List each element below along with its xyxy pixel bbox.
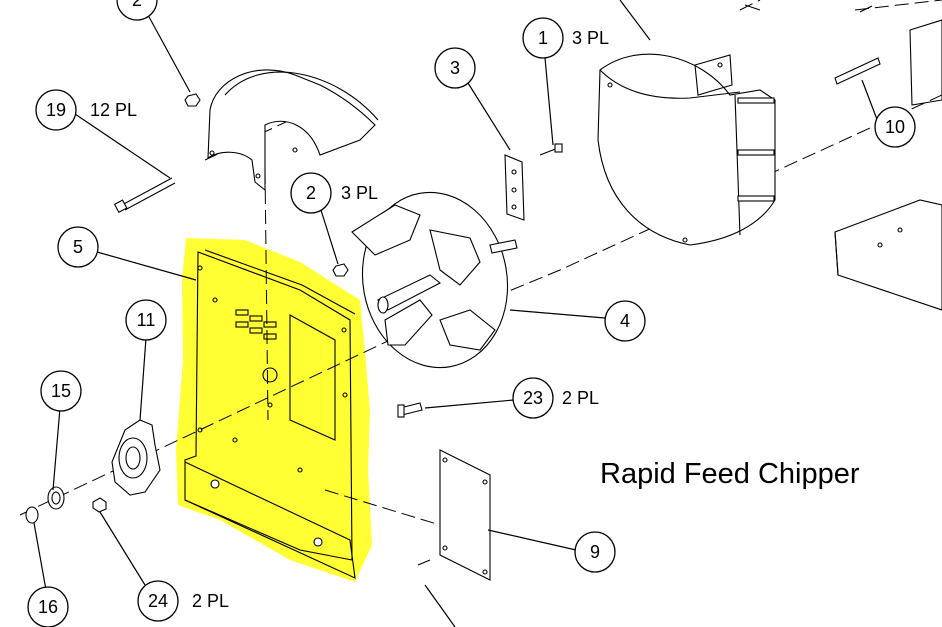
callout-balloon: 2 3 PL [290, 172, 378, 214]
bolt-23 [397, 402, 423, 418]
nut-mid [332, 263, 349, 277]
callout-balloon: 23 2 PL [512, 377, 599, 419]
callout-balloon: 10 [874, 106, 916, 148]
bracket-3 [504, 154, 525, 221]
callout-balloon: 9 [574, 531, 616, 573]
svg-text:24: 24 [148, 591, 168, 611]
callout-balloon: 1 3 PL [522, 17, 609, 59]
end-plate-5 [184, 249, 356, 579]
hood-cover [207, 69, 379, 192]
svg-text:1: 1 [538, 28, 548, 48]
svg-text:2: 2 [306, 183, 316, 203]
callout-balloon: 2 [116, 0, 158, 21]
cover-plate-9 [417, 449, 491, 581]
svg-text:3 PL: 3 PL [572, 28, 609, 48]
svg-text:2: 2 [132, 0, 142, 10]
svg-text:19: 19 [46, 100, 66, 120]
bearing-11 [111, 419, 161, 496]
callout-balloon: 16 [27, 586, 69, 627]
leader-lines [33, 0, 879, 627]
callout-balloon: 4 [604, 300, 646, 342]
drum-housing [597, 53, 776, 246]
svg-text:10: 10 [885, 117, 905, 137]
callout-balloon: 11 [125, 299, 167, 341]
svg-text:16: 16 [38, 597, 58, 617]
bolt-19 [113, 177, 176, 214]
svg-text:23: 23 [523, 388, 543, 408]
svg-text:2 PL: 2 PL [192, 591, 229, 611]
svg-text:3: 3 [450, 58, 460, 78]
callout-balloon: 5 [57, 226, 99, 268]
svg-text:3 PL: 3 PL [341, 183, 378, 203]
svg-text:4: 4 [620, 311, 630, 331]
callout-balloon: 15 [40, 370, 82, 412]
svg-text:9: 9 [590, 542, 600, 562]
nut-24 [92, 497, 107, 513]
nut-top [184, 93, 201, 107]
snap-ring-16 [25, 506, 39, 524]
callout-balloon: 19 12 PL [35, 89, 137, 131]
rotor-disc-4 [351, 191, 518, 369]
washer-15 [47, 486, 65, 510]
frame-right [834, 19, 942, 311]
svg-text:12 PL: 12 PL [90, 100, 137, 120]
callout-balloon: 3 [434, 47, 476, 89]
svg-text:11: 11 [137, 310, 156, 330]
svg-text:5: 5 [73, 237, 83, 257]
bolt-1 [539, 143, 563, 156]
top-bolts [744, 4, 873, 13]
vent-slots [235, 309, 277, 340]
callout-balloon: 24 2 PL [137, 580, 229, 622]
svg-text:2 PL: 2 PL [562, 388, 599, 408]
drawing-title: Rapid Feed Chipper [600, 458, 860, 490]
part-5-highlight [176, 238, 372, 582]
shaft-pin-10 [834, 57, 881, 85]
svg-text:15: 15 [51, 381, 71, 401]
